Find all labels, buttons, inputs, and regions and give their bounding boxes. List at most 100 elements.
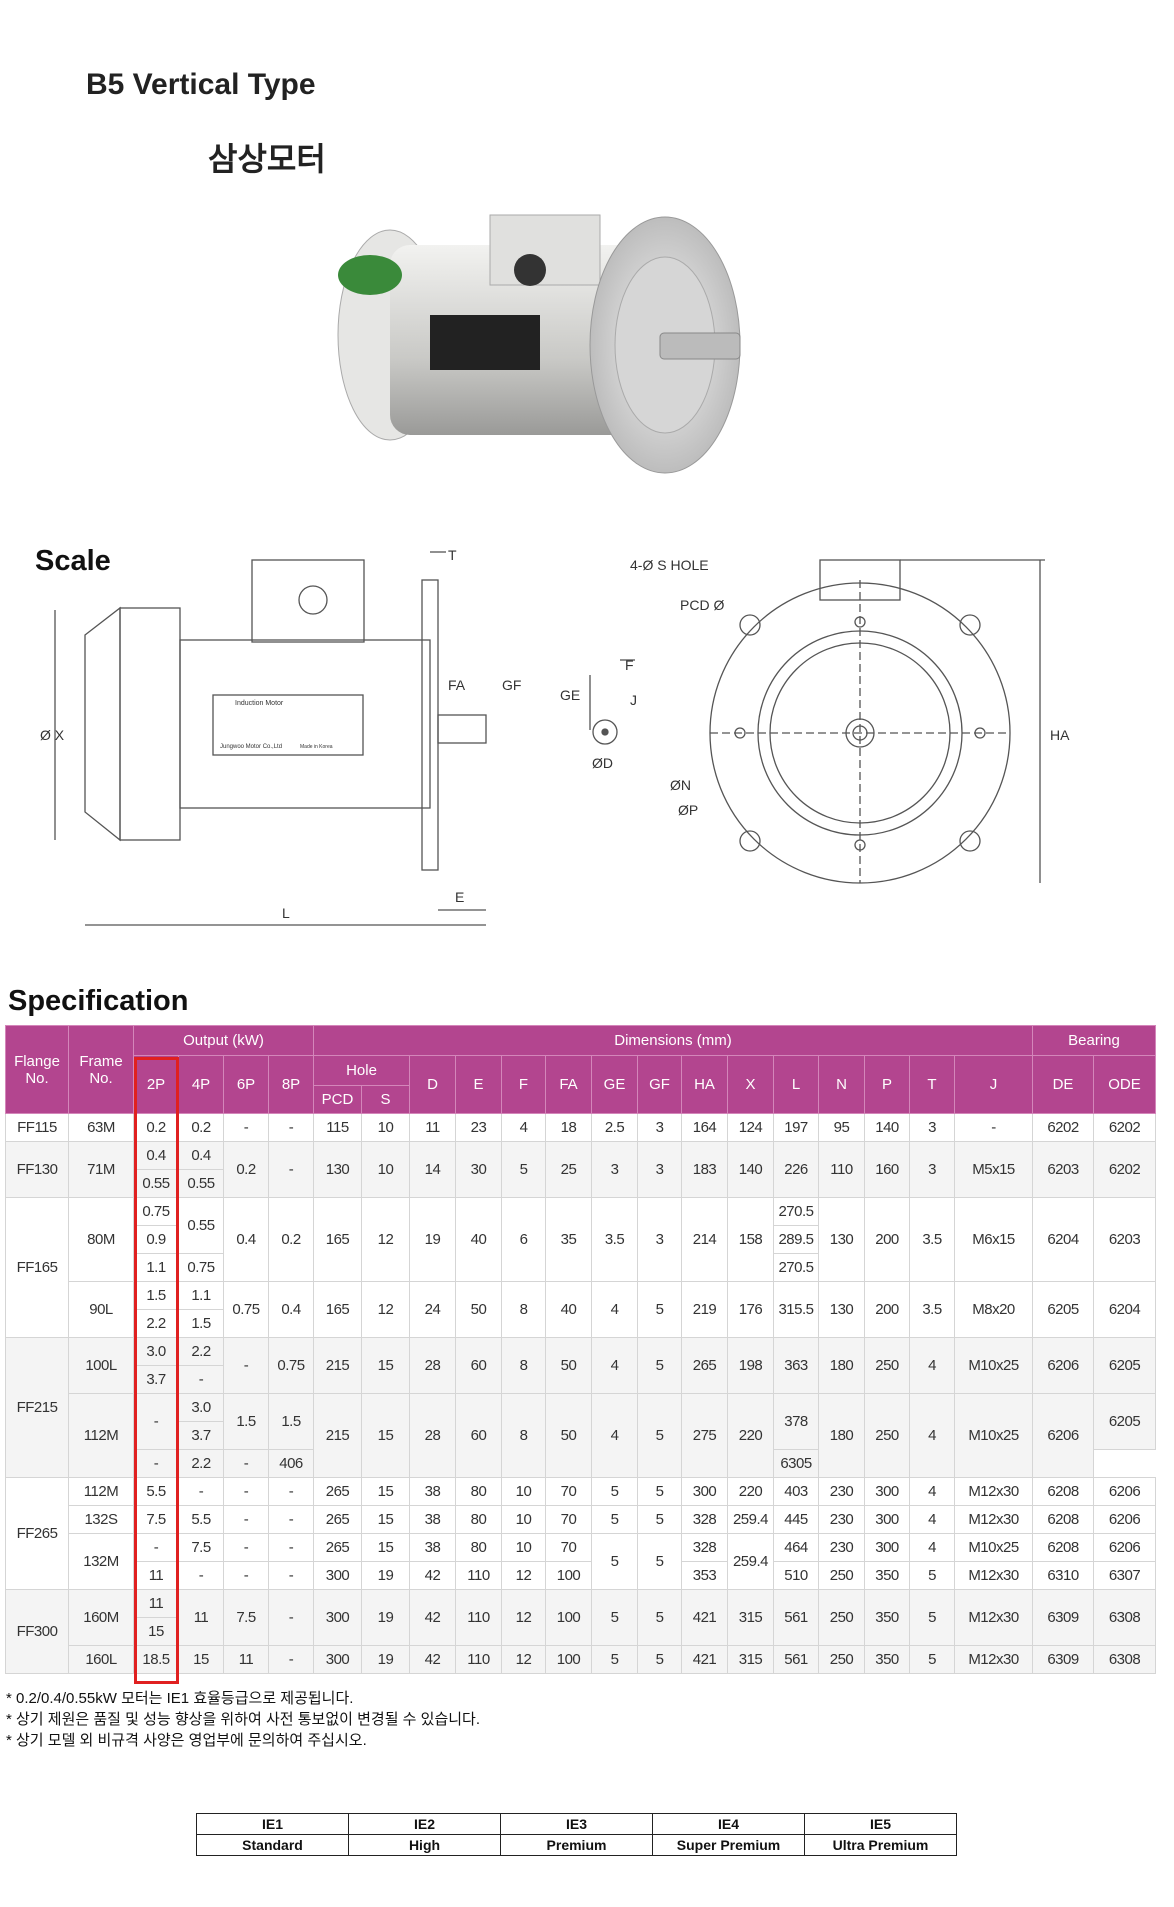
nameplate-company: Jungwoo Motor Co.,Ltd (220, 744, 282, 750)
ie-name: Super Premium (652, 1834, 805, 1856)
table-cell: - (268, 1561, 314, 1590)
table-cell: 164 (681, 1113, 728, 1142)
table-cell: 200 (864, 1281, 910, 1338)
col-ode: ODE (1093, 1055, 1156, 1114)
table-cell: 15 (361, 1393, 410, 1478)
table-cell: 35 (545, 1197, 592, 1282)
table-cell: 11 (133, 1589, 179, 1618)
table-cell: 6308 (1093, 1645, 1156, 1674)
table-cell: M12x30 (954, 1645, 1033, 1674)
col-bearing: Bearing (1032, 1025, 1156, 1056)
table-cell: 363 (773, 1337, 819, 1394)
table-cell: 80 (455, 1477, 502, 1506)
table-cell: 100L (68, 1337, 134, 1394)
table-cell: 11 (223, 1645, 269, 1674)
table-cell: 110 (455, 1589, 502, 1646)
table-cell: 300 (313, 1645, 362, 1674)
table-cell: 6208 (1032, 1533, 1094, 1562)
table-cell: 6208 (1032, 1505, 1094, 1534)
table-cell: - (268, 1141, 314, 1198)
table-cell: 165 (313, 1281, 362, 1338)
table-cell: 110 (455, 1645, 502, 1674)
table-cell: 6205 (1032, 1281, 1094, 1338)
table-cell: 160L (68, 1645, 134, 1674)
table-cell: 11 (409, 1113, 456, 1142)
table-cell: - (268, 1505, 314, 1534)
table-cell: 176 (727, 1281, 774, 1338)
table-cell: 3.5 (909, 1197, 955, 1282)
table-cell: 63M (68, 1113, 134, 1142)
table-cell: 158 (727, 1197, 774, 1282)
col-t: T (909, 1055, 955, 1114)
table-cell: M12x30 (954, 1505, 1033, 1534)
table-cell: 3.5 (909, 1281, 955, 1338)
table-cell: 0.9 (133, 1225, 179, 1254)
table-cell: 259.4 (727, 1533, 774, 1590)
table-cell: 0.55 (178, 1197, 224, 1254)
table-cell: 10 (361, 1113, 410, 1142)
table-cell: - (268, 1645, 314, 1674)
table-cell: 0.4 (268, 1281, 314, 1338)
efficiency-class-table: IE1 IE2 IE3 IE4 IE5 Standard High Premiu… (196, 1813, 957, 1856)
table-cell: 95 (818, 1113, 865, 1142)
table-cell: 19 (361, 1561, 410, 1590)
table-cell: 1.5 (268, 1393, 314, 1450)
col-j: J (954, 1055, 1033, 1114)
ie-code: IE3 (500, 1813, 653, 1835)
table-cell: 23 (455, 1113, 502, 1142)
table-cell: 5 (637, 1281, 682, 1338)
table-cell: 6205 (1093, 1393, 1156, 1450)
table-cell: 15 (178, 1645, 224, 1674)
table-cell: 19 (361, 1589, 410, 1646)
table-cell: - (178, 1477, 224, 1506)
table-cell: 5 (637, 1337, 682, 1394)
col-p: P (864, 1055, 910, 1114)
table-cell: 15 (361, 1533, 410, 1562)
dim-on-label: ØN (670, 777, 691, 793)
table-cell: 350 (864, 1561, 910, 1590)
table-cell: 130 (818, 1197, 865, 1282)
nameplate-text: Induction Motor (235, 700, 284, 707)
table-cell: 112M (68, 1477, 134, 1506)
col-n: N (818, 1055, 865, 1114)
table-cell: 0.2 (133, 1113, 179, 1142)
table-cell: 112M (68, 1393, 134, 1478)
table-cell: 215 (313, 1337, 362, 1394)
table-cell: - (178, 1365, 224, 1394)
nameplate-origin: Made in Korea (300, 744, 333, 750)
table-cell: 300 (313, 1589, 362, 1646)
table-cell: M10x25 (954, 1393, 1033, 1478)
table-cell: 0.75 (268, 1337, 314, 1394)
table-cell: 40 (455, 1197, 502, 1282)
table-cell: 24 (409, 1281, 456, 1338)
table-cell: 220 (727, 1393, 774, 1478)
dim-od-label: ØD (592, 755, 613, 771)
table-cell: 3 (909, 1113, 955, 1142)
table-cell: 80 (455, 1533, 502, 1562)
table-cell: 5 (909, 1589, 955, 1646)
table-cell: 0.75 (178, 1253, 224, 1282)
table-cell: 18 (545, 1113, 592, 1142)
table-cell: 12 (501, 1645, 546, 1674)
ie-name: High (348, 1834, 501, 1856)
dim-l-label: L (282, 905, 290, 921)
table-cell: 6208 (1032, 1477, 1094, 1506)
table-cell: 10 (501, 1477, 546, 1506)
table-cell: 10 (361, 1141, 410, 1198)
table-cell: 265 (313, 1505, 362, 1534)
table-cell: 11 (133, 1561, 179, 1590)
table-cell: M10x25 (954, 1337, 1033, 1394)
table-cell: 6203 (1093, 1197, 1156, 1282)
table-cell: 200 (864, 1197, 910, 1282)
table-cell: 219 (681, 1281, 728, 1338)
col-2p: 2P (133, 1055, 179, 1114)
table-cell: 6305 (773, 1449, 819, 1478)
table-cell: 250 (818, 1645, 865, 1674)
table-cell: 5 (637, 1645, 682, 1674)
table-cell: 15 (361, 1337, 410, 1394)
table-cell: 180 (818, 1393, 865, 1478)
table-cell: 6310 (1032, 1561, 1094, 1590)
